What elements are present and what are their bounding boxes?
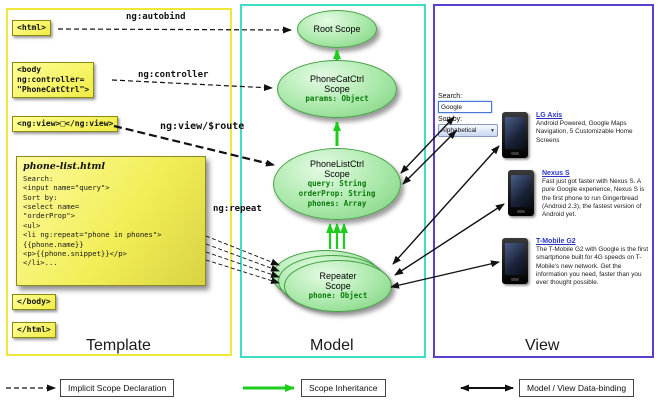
code-line: <select name= bbox=[23, 202, 80, 212]
phone-row: LG Axis Android Powered, Google Maps Nav… bbox=[536, 112, 650, 145]
phonelistctrl-scope-ellipse: PhoneListCtrl Scope query: String orderP… bbox=[273, 148, 401, 220]
phone-name-link[interactable]: Nexus S bbox=[542, 170, 570, 177]
template-column-label: Template bbox=[86, 337, 151, 354]
scope-property: params: Object bbox=[305, 94, 369, 104]
phone-image bbox=[508, 170, 534, 216]
phone-row: T-Mobile G2 The T-Mobile G2 with Google … bbox=[536, 238, 650, 288]
root-scope-ellipse: Root Scope bbox=[297, 10, 377, 48]
phone-description: Android Powered, Google Maps Navigation,… bbox=[536, 120, 633, 144]
phone-image bbox=[502, 112, 528, 158]
phone-row: Nexus S Fast just got faster with Nexus … bbox=[542, 170, 650, 220]
view-column-label: View bbox=[525, 337, 560, 354]
search-label: Search: bbox=[438, 93, 463, 100]
legend-data-binding: Model / View Data-binding bbox=[519, 379, 635, 397]
phone-image bbox=[502, 238, 528, 284]
body-close-tag: </body> bbox=[12, 294, 56, 310]
html-open-tag: <html> bbox=[12, 20, 51, 36]
phone-list-template-note: phone-list.html Search: <input name="que… bbox=[16, 156, 206, 286]
code-line: Search: bbox=[23, 174, 54, 183]
repeater-scope-ellipse-front: Repeater Scope phone: Object bbox=[284, 260, 392, 312]
code-line: <p>{{phone.snippet}}</p> bbox=[23, 248, 127, 258]
code-line: <li ng:repeat="phone in phones"> bbox=[23, 230, 162, 240]
scope-property: query: String bbox=[307, 178, 367, 188]
model-column-label: Model bbox=[310, 337, 354, 354]
scope-name: Repeater Scope bbox=[319, 270, 357, 291]
legend-scope-inheritance: Scope Inheritance bbox=[301, 379, 386, 397]
ng-autobind-label: ng:autobind bbox=[126, 12, 186, 22]
ng-view-tag: <ng:view>□</ng:view> bbox=[12, 116, 119, 132]
ng-controller-label: ng:controller bbox=[138, 70, 209, 80]
code-line: </li>... bbox=[23, 258, 58, 268]
sort-by-label: Sort by: bbox=[438, 116, 463, 123]
ng-repeat-label: ng:repeat bbox=[213, 204, 262, 214]
scope-property: phone: Object bbox=[308, 291, 368, 301]
phonecatctrl-scope-ellipse: PhoneCatCtrl Scope params: Object bbox=[277, 60, 397, 118]
scope-name: PhoneCatCtrl Scope bbox=[309, 73, 365, 94]
scope-property: orderProp: String bbox=[298, 189, 376, 199]
sort-select[interactable]: Alphabetical ▼ bbox=[438, 124, 498, 137]
scope-property: phones: Array bbox=[307, 199, 367, 209]
phone-description: Fast just got faster with Nexus S. A pur… bbox=[542, 178, 645, 219]
ng-view-route-label: ng:view/$route bbox=[160, 121, 245, 132]
legend-implicit-scope: Implicit Scope Declaration bbox=[60, 379, 175, 397]
code-line: <ul> bbox=[23, 220, 41, 230]
scope-name: Root Scope bbox=[313, 23, 361, 34]
note-title: phone-list.html bbox=[23, 161, 105, 172]
search-input[interactable] bbox=[438, 101, 492, 113]
body-open-tag: <body ng:controller= "PhoneCatCtrl"> bbox=[12, 62, 95, 98]
scope-name: PhoneListCtrl Scope bbox=[309, 158, 365, 179]
html-close-tag: </html> bbox=[12, 322, 56, 338]
code-line: "orderProp"> bbox=[23, 211, 75, 221]
code-line: <input name="query"> bbox=[23, 183, 110, 193]
note-code: Search: <input name="query"> Sort by: <s… bbox=[23, 174, 199, 268]
chevron-down-icon: ▼ bbox=[490, 127, 495, 134]
phone-description: The T-Mobile G2 with Google is the first… bbox=[536, 246, 649, 287]
code-line: {{phone.name}} bbox=[23, 239, 84, 249]
phone-name-link[interactable]: LG Axis bbox=[536, 112, 563, 119]
code-line: Sort by: bbox=[23, 192, 58, 202]
sort-select-value: Alphabetical bbox=[441, 127, 477, 134]
phone-name-link[interactable]: T-Mobile G2 bbox=[536, 238, 576, 245]
